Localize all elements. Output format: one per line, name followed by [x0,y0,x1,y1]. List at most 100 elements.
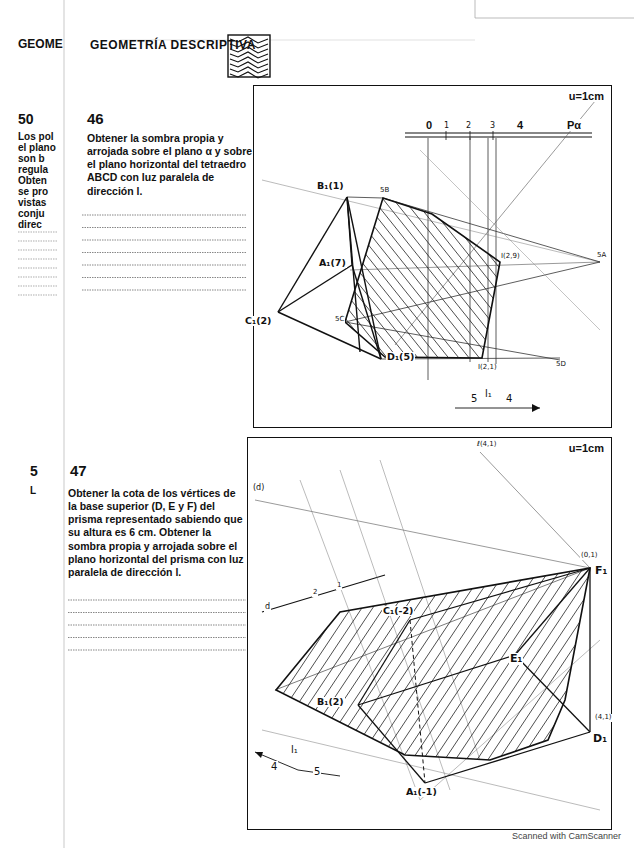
axis-number: 3 [489,122,496,131]
vertex-label: C₁(2) [244,316,272,326]
drawn-line [277,0,634,513]
drawn-line [0,192,434,848]
cut-text: 5 [30,464,38,479]
drawn-line [5,202,449,848]
drawn-line [425,732,590,783]
scale-note: u=1cm [568,442,605,454]
drawn-line [255,500,590,568]
drawn-line [321,0,634,478]
axis-number: 2 [312,589,318,597]
drawn-line [237,356,634,848]
scale-note: u=1cm [568,90,605,102]
drawn-line [589,568,590,732]
drawn-line [327,416,634,848]
watermark: Scanned with CamScanner [512,832,621,842]
drawn-line [185,322,629,848]
drawn-line [18,250,58,251]
page-title: GEOMETRÍA DESCRIPTIVA [90,38,256,52]
shadow-point: 5A [596,252,607,260]
axis-number: 1 [336,582,342,590]
drawn-line [515,655,590,732]
drawn-line [309,0,634,488]
axis-number: 2 [465,122,472,131]
cut-text: el plano [18,142,56,153]
drawn-line [335,421,634,848]
drawn-line [170,312,614,848]
vertex-label: D₁(5) [386,352,415,362]
drawn-line [125,282,569,848]
drawn-line [405,136,592,137]
axis-number: 1 [443,122,450,131]
drawn-line [537,556,634,848]
drawn-line [196,0,634,578]
drawn-line [0,123,484,748]
vertex-label: A₁(-1) [405,787,438,797]
drawn-line [260,371,634,848]
drawn-line [259,0,634,528]
drawn-line [327,0,634,473]
cut-text: direc [18,219,42,230]
cut-text: Obten [18,175,47,186]
vertex-label: B₁(1) [316,181,345,191]
shadow-outline [345,198,500,358]
drawn-line [470,130,471,140]
drawn-line [34,83,534,708]
drawn-line [68,600,246,601]
drawn-line [177,317,621,848]
drawn-line [515,568,590,655]
drawn-line [492,526,634,848]
figure-panel: u=1cm [247,437,612,830]
drawn-line [522,546,634,848]
drawn-line [346,0,634,458]
drawn-line [384,0,634,428]
vertex-label: F₁ [594,565,608,577]
drawn-line [417,476,634,848]
drawn-line [78,48,578,673]
drawn-line [302,0,634,493]
drawn-line [0,138,465,763]
drawn-line [43,227,487,848]
drawn-line [140,292,584,848]
drawn-line [424,481,634,848]
cut-text: L [30,485,36,496]
light-direction: l₁ [290,744,299,755]
drawn-line [0,148,452,773]
drawn-line [358,620,410,705]
drawn-line [262,730,600,810]
drawn-line [40,78,540,703]
drawn-line [207,336,634,848]
drawn-line [215,0,634,563]
drawn-line [13,207,457,848]
vertex-label: E₁ [509,653,523,665]
drawn-line [0,172,404,838]
point-label: ℓ(4,1) [476,441,498,449]
drawn-line [0,128,477,753]
drawn-line [18,259,58,260]
drawn-line [0,113,496,738]
drawn-line [477,516,634,848]
drawn-line [0,182,419,848]
drawn-line [402,466,634,848]
drawn-line [297,396,634,848]
drawn-line [447,496,634,848]
drawn-line [278,265,352,312]
vertex-label: B₁(2) [316,697,345,707]
drawn-line [230,72,268,78]
drawn-line [455,408,540,409]
cut-text: Los pol [18,131,54,142]
drawn-line [28,217,472,848]
drawn-line [493,130,494,140]
point-label: I(2,9) [500,253,521,261]
drawn-line [35,222,479,848]
drawn-line [275,381,634,848]
drawn-line [496,138,497,366]
shadow-point: 5C [334,316,345,324]
drawn-line [228,0,634,553]
drawn-line [350,431,634,848]
drawn-line [347,197,383,198]
cut-heading: GEOME [18,38,63,51]
drawn-line [147,297,591,848]
drawn-line [132,287,576,848]
exercise-statement: Obtener la cota de los vértices de la ba… [68,487,244,579]
drawn-line [365,441,634,848]
